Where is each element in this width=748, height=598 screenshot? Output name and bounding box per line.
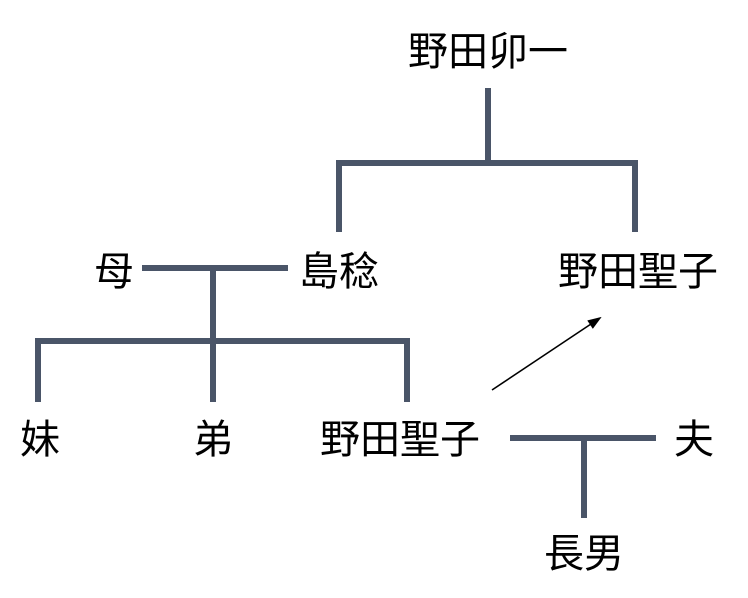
person-mother: 母 xyxy=(94,249,134,295)
arrow-same-person xyxy=(491,316,602,391)
person-husband: 夫 xyxy=(674,417,714,463)
person-noda-uichi: 野田卯一 xyxy=(408,29,568,75)
person-brother: 弟 xyxy=(193,417,233,463)
person-noda-seiko-parent-level: 野田聖子 xyxy=(558,249,718,295)
person-sister: 妹 xyxy=(20,417,60,463)
person-noda-seiko: 野田聖子 xyxy=(320,417,480,463)
person-eldest-son: 長男 xyxy=(544,531,624,577)
person-shima-minoru: 島稔 xyxy=(299,249,379,295)
